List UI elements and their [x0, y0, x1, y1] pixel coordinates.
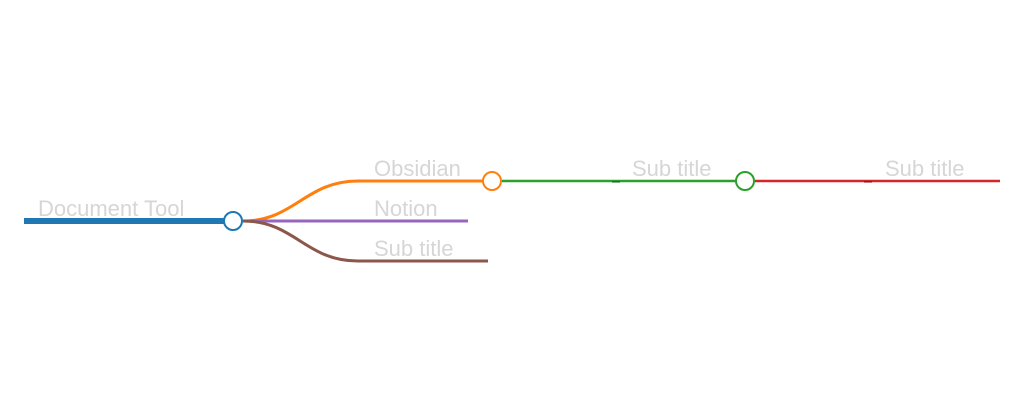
mindmap-node-root[interactable]: Document Tool [24, 196, 233, 224]
root-subtitle-link [242, 219, 488, 263]
mindmap-node-obsidian[interactable]: Obsidian [242, 156, 492, 223]
root-collapse-toggle[interactable] [223, 211, 243, 231]
mindmap-node-deep-subtitle[interactable]: Sub title [755, 156, 1000, 183]
obsidian-subtitle-collapse-toggle[interactable] [735, 171, 755, 191]
mindmap-node-obsidian-subtitle[interactable]: Sub title [502, 156, 745, 183]
obsidian-collapse-toggle[interactable] [482, 171, 502, 191]
obsidian-node-label: Obsidian [374, 156, 461, 181]
obsidian-link [242, 179, 492, 223]
root-node-label: Document Tool [38, 196, 184, 221]
mindmap-node-notion[interactable]: Notion [243, 196, 468, 223]
root-subtitle-node-label: Sub title [374, 236, 454, 261]
notion-node-label: Notion [374, 196, 438, 221]
obsidian-subtitle-node-label: Sub title [632, 156, 712, 181]
deep-subtitle-node-label: Sub title [885, 156, 965, 181]
mindmap-node-root-subtitle[interactable]: Sub title [242, 219, 488, 263]
